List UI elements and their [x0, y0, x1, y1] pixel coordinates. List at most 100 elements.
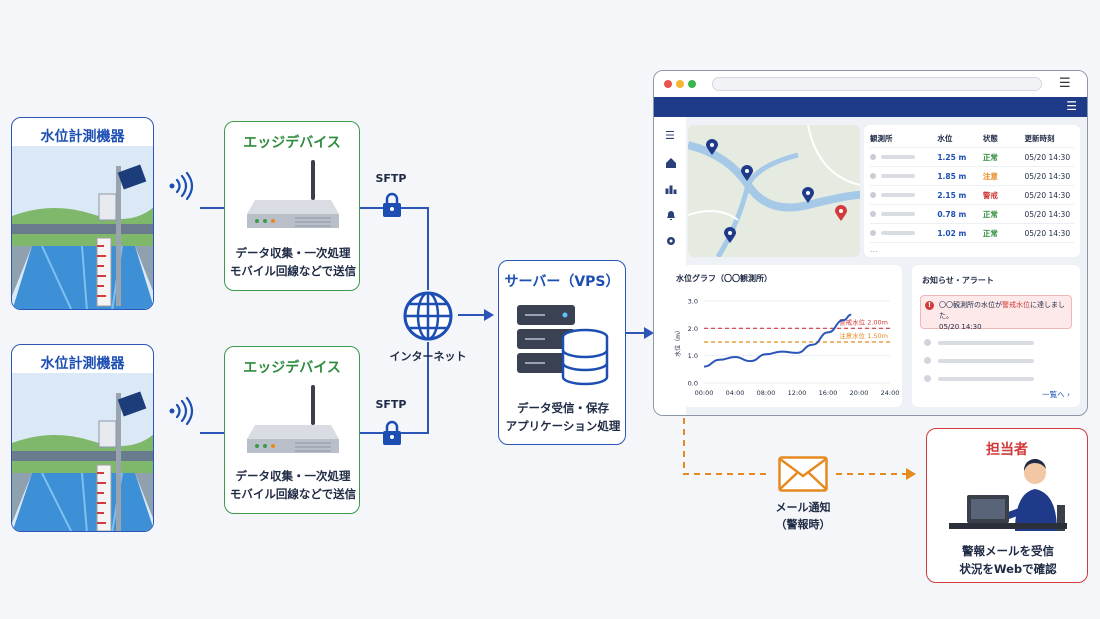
- minimize-dot[interactable]: [676, 80, 684, 88]
- station-placeholder: [870, 211, 937, 217]
- router-icon-1: [247, 160, 339, 228]
- level-cell: 0.78 m: [937, 209, 967, 219]
- edge-device-card-1: エッジデバイス データ収集・一次処理 モバイル回線などで送信: [224, 121, 360, 291]
- x-tick-label: 00:00: [695, 389, 714, 397]
- edge-title-2: エッジデバイス: [243, 360, 341, 376]
- mail-envelope-icon: [778, 456, 828, 492]
- alert-text-post: に達しました。: [939, 301, 1065, 321]
- alert-icon: !: [925, 301, 934, 310]
- internet-label: インターネット: [389, 350, 467, 363]
- person-at-laptop-illustration: [949, 459, 1067, 531]
- table-row[interactable]: 1.25 m 正常 05/20 14:30: [870, 148, 1074, 167]
- y-tick-label: 1.0: [688, 352, 698, 360]
- browser-menu-icon[interactable]: ☰: [1059, 76, 1071, 91]
- station-table-panel: 観測所 水位 状態 更新時刻 1.25 m 正常 05/20 14:30 1.85 m…: [864, 125, 1080, 257]
- status-badge: 警戒: [982, 190, 998, 200]
- x-tick-label: 24:00: [881, 389, 900, 397]
- edge-line2: モバイル回線などで送信: [229, 263, 357, 278]
- server-title: サーバー（VPS）: [504, 274, 620, 290]
- status-badge: 正常: [982, 209, 998, 219]
- home-icon[interactable]: [665, 157, 677, 169]
- station-placeholder: [870, 230, 937, 236]
- station-placeholder: [870, 173, 937, 179]
- browser-titlebar: ☰: [654, 71, 1087, 97]
- time-cell: 05/20 14:30: [1024, 228, 1071, 238]
- water-gauge-illustration-1: [12, 146, 153, 309]
- wireless-icon-1: [169, 172, 194, 200]
- map-panel[interactable]: [688, 125, 860, 257]
- table-more[interactable]: ...: [870, 245, 878, 254]
- sensor-title-2: 水位計測機器: [40, 356, 125, 372]
- sidebar-menu-icon[interactable]: ☰: [665, 129, 675, 142]
- lock-icon-2: [383, 420, 401, 445]
- app-menu-icon[interactable]: ☰: [1066, 99, 1077, 113]
- alert-message-box[interactable]: ! 〇〇観測所の水位が警戒水位に達しました。 05/20 14:30: [920, 295, 1072, 331]
- sensor-card-2: 水位計測機器: [11, 344, 154, 532]
- y-axis-label: 水位（m）: [674, 327, 682, 357]
- server-caption: データ受信・保存 アプリケーション処理: [499, 400, 627, 436]
- col-status: 状態: [982, 133, 998, 143]
- y-tick-label: 3.0: [688, 298, 698, 306]
- person-caption: 警報メールを受信 状況をWebで確認: [927, 543, 1089, 579]
- y-tick-label: 0.0: [688, 380, 698, 388]
- chart-icon[interactable]: [665, 183, 677, 195]
- status-badge: 正常: [982, 152, 998, 162]
- app-header-bar: ☰: [654, 97, 1087, 117]
- alerts-more-label: 一覧へ: [1042, 390, 1065, 399]
- mail-caption: メール通知 （警報時）: [753, 500, 853, 533]
- time-cell: 05/20 14:30: [1024, 190, 1071, 200]
- server-line2: アプリケーション処理: [505, 418, 621, 433]
- maximize-dot[interactable]: [688, 80, 696, 88]
- status-badge: 注意: [982, 171, 998, 181]
- alert-text-em: 警戒水位: [1002, 301, 1030, 309]
- edge-line2: モバイル回線などで送信: [229, 486, 357, 501]
- map-pin-icon[interactable]: [802, 187, 814, 204]
- close-dot[interactable]: [664, 80, 672, 88]
- edge-line1: データ収集・一次処理: [235, 246, 351, 260]
- time-cell: 05/20 14:30: [1024, 209, 1071, 219]
- map-pin-icon[interactable]: [706, 139, 718, 156]
- status-badge: 正常: [982, 228, 998, 238]
- col-station: 観測所: [870, 133, 893, 143]
- water-gauge-illustration-2: [12, 373, 153, 531]
- edge-device-card-2: エッジデバイス データ収集・一次処理 モバイル回線などで送信: [224, 346, 360, 514]
- person-card: 担当者 警報メールを受信 状況をWebで確認: [926, 428, 1088, 583]
- station-placeholder: [870, 192, 937, 198]
- alerts-more-link[interactable]: 一覧へ ›: [1042, 389, 1070, 400]
- table-row[interactable]: 0.78 m 正常 05/20 14:30: [870, 205, 1074, 224]
- map-pin-icon[interactable]: [741, 165, 753, 182]
- x-tick-label: 16:00: [819, 389, 838, 397]
- wireless-icon-2: [169, 397, 194, 425]
- sensor-title-1: 水位計測機器: [40, 129, 125, 145]
- col-time: 更新時刻: [1024, 133, 1055, 143]
- x-tick-label: 08:00: [757, 389, 776, 397]
- warning-threshold-label: 警戒水位 2.00m: [839, 317, 888, 326]
- gear-icon[interactable]: [665, 235, 677, 247]
- caution-threshold-label: 注意水位 1.50m: [839, 331, 888, 340]
- server-card: サーバー（VPS） データ受信・保存 アプリケーション処理: [498, 260, 626, 445]
- router-icon-2: [247, 385, 339, 453]
- address-bar[interactable]: [712, 77, 1042, 91]
- sftp-label-2: SFTP: [375, 398, 407, 411]
- edge-caption-2: データ収集・一次処理 モバイル回線などで送信: [225, 468, 361, 504]
- level-cell: 1.25 m: [937, 152, 967, 162]
- edge-title-1: エッジデバイス: [243, 135, 341, 151]
- lock-icon-1: [383, 192, 401, 217]
- map-pin-alert-icon[interactable]: [835, 205, 847, 222]
- bell-icon[interactable]: [665, 209, 677, 221]
- globe-icon: [403, 291, 453, 341]
- table-header: 観測所 水位 状態 更新時刻: [870, 129, 1074, 148]
- map-pin-icon[interactable]: [724, 227, 736, 244]
- series-line: [703, 313, 852, 368]
- y-tick-label: 2.0: [688, 325, 698, 333]
- time-cell: 05/20 14:30: [1024, 152, 1071, 162]
- chevron-right-icon: ›: [1067, 390, 1070, 399]
